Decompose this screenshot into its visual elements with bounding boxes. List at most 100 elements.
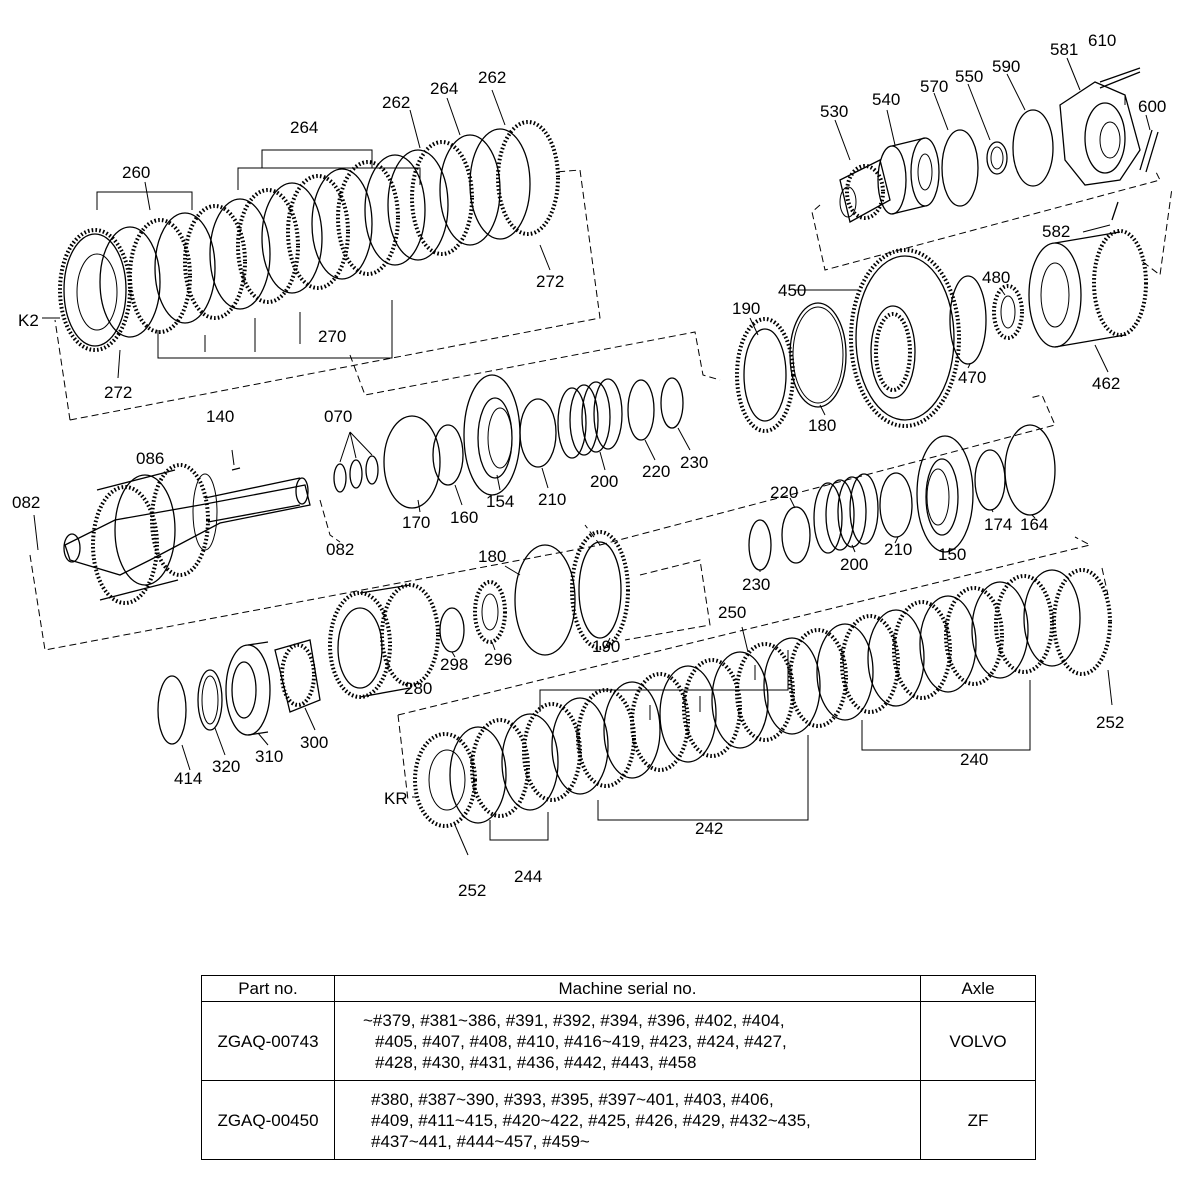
label-160: 160 xyxy=(450,508,478,527)
label-150: 150 xyxy=(938,545,966,564)
label-140: 140 xyxy=(206,407,234,426)
label-462: 462 xyxy=(1092,374,1120,393)
cell-part-no: ZGAQ-00743 xyxy=(201,1001,335,1081)
label-600: 600 xyxy=(1138,97,1166,116)
piston-150 xyxy=(916,435,974,553)
hub-462 xyxy=(1028,229,1148,348)
serial-line: #437~441, #444~457, #459~ xyxy=(371,1131,590,1151)
label-252-left: 252 xyxy=(458,881,486,900)
label-230-upper: 230 xyxy=(680,453,708,472)
ring-230-upper xyxy=(660,377,684,429)
label-154: 154 xyxy=(486,492,514,511)
serial-line: #428, #430, #431, #436, #442, #443, #458 xyxy=(375,1052,697,1072)
ring-298 xyxy=(439,607,465,653)
label-272-left: 272 xyxy=(104,383,132,402)
label-550: 550 xyxy=(955,67,983,86)
label-264-left: 264 xyxy=(290,118,318,137)
label-180-lower: 180 xyxy=(478,547,506,566)
table-row: ZGAQ-00450 #380, #387~390, #393, #395, #… xyxy=(201,1080,1036,1160)
ring-180-lower xyxy=(514,544,576,656)
ring-470 xyxy=(949,275,987,365)
pin-582 xyxy=(1111,201,1119,221)
cell-axle: VOLVO xyxy=(920,1001,1036,1081)
ring-170 xyxy=(383,415,441,509)
label-250: 250 xyxy=(718,603,746,622)
table-header-row: Part no. Machine serial no. Axle xyxy=(201,975,1036,1002)
cell-serial: #380, #387~390, #393, #395, #397~401, #4… xyxy=(334,1080,921,1160)
label-540: 540 xyxy=(872,90,900,109)
label-414: 414 xyxy=(174,769,202,788)
bolt-610 xyxy=(1099,67,1141,89)
label-190-upper: 190 xyxy=(732,299,760,318)
label-310: 310 xyxy=(255,747,283,766)
disc-pack-k2 xyxy=(99,120,560,338)
exploded-parts-diagram: K2 KR 260 264 262 264 262 272 270 272 53… xyxy=(12,31,1173,900)
piston-154 xyxy=(463,374,521,496)
label-262-top: 262 xyxy=(478,68,506,87)
label-220-lower: 220 xyxy=(770,483,798,502)
label-190-lower: 190 xyxy=(592,637,620,656)
label-252-right: 252 xyxy=(1096,713,1124,732)
label-272-right: 272 xyxy=(536,272,564,291)
label-262-mid: 262 xyxy=(382,93,410,112)
bolt-600 xyxy=(1139,129,1159,173)
serial-line: #405, #407, #408, #410, #416~419, #423, … xyxy=(375,1031,787,1051)
ring-550 xyxy=(986,141,1008,175)
label-470: 470 xyxy=(958,368,986,387)
label-070: 070 xyxy=(324,407,352,426)
disc-252-kr-end xyxy=(413,732,477,828)
ring-174 xyxy=(974,449,1006,511)
serial-line: #380, #387~390, #393, #395, #397~401, #4… xyxy=(371,1089,774,1109)
upper-right-assembly xyxy=(811,67,1173,276)
cover-581 xyxy=(1059,81,1141,186)
ring-160 xyxy=(432,424,464,486)
ring-414 xyxy=(157,675,187,745)
disc-190-lower xyxy=(570,530,630,650)
label-230-lower: 230 xyxy=(742,575,770,594)
kr-clutch-pack xyxy=(397,536,1113,856)
label-200-lower: 200 xyxy=(840,555,868,574)
label-240: 240 xyxy=(960,750,988,769)
label-244: 244 xyxy=(514,867,542,886)
label-320: 320 xyxy=(212,757,240,776)
ring-180-upper xyxy=(789,302,847,408)
label-298: 298 xyxy=(440,655,468,674)
cell-axle: ZF xyxy=(920,1080,1036,1160)
lower-left-parts xyxy=(157,530,711,745)
disc-272-k2-end xyxy=(58,228,132,352)
parts-table: Part no. Machine serial no. Axle ZGAQ-00… xyxy=(201,975,1036,1160)
bearing-296 xyxy=(473,580,507,644)
gear-assembly-450 xyxy=(735,229,1148,433)
serial-line: #409, #411~415, #420~422, #425, #426, #4… xyxy=(371,1110,811,1130)
ring-230-lower xyxy=(748,519,772,571)
pin-140 xyxy=(231,467,241,471)
label-200-upper: 200 xyxy=(590,472,618,491)
label-086: 086 xyxy=(136,449,164,468)
label-242: 242 xyxy=(695,819,723,838)
bearing-540 xyxy=(877,137,940,215)
label-082-left: 082 xyxy=(12,493,40,512)
ring-210-lower xyxy=(879,472,913,538)
label-590: 590 xyxy=(992,57,1020,76)
part-labels: K2 KR 260 264 262 264 262 272 270 272 53… xyxy=(12,31,1166,900)
label-210-upper: 210 xyxy=(538,490,566,509)
gear-450 xyxy=(849,248,961,428)
cell-serial: ~#379, #381~386, #391, #392, #394, #396,… xyxy=(334,1001,921,1081)
header-part-no: Part no. xyxy=(201,975,335,1002)
label-300: 300 xyxy=(300,733,328,752)
label-270: 270 xyxy=(318,327,346,346)
label-280: 280 xyxy=(404,679,432,698)
label-210-lower: 210 xyxy=(884,540,912,559)
bearing-300 xyxy=(274,639,321,713)
bearing-310 xyxy=(225,641,271,736)
lower-middle-parts xyxy=(599,394,1056,571)
header-machine-serial: Machine serial no. xyxy=(334,975,921,1002)
ring-210-upper xyxy=(519,398,557,468)
k2-clutch-pack xyxy=(42,120,601,421)
label-170: 170 xyxy=(402,513,430,532)
label-260: 260 xyxy=(122,163,150,182)
ring-220-upper xyxy=(627,379,655,441)
leader-lines xyxy=(144,57,1151,771)
header-axle: Axle xyxy=(920,975,1036,1002)
shim-590 xyxy=(1012,109,1054,187)
